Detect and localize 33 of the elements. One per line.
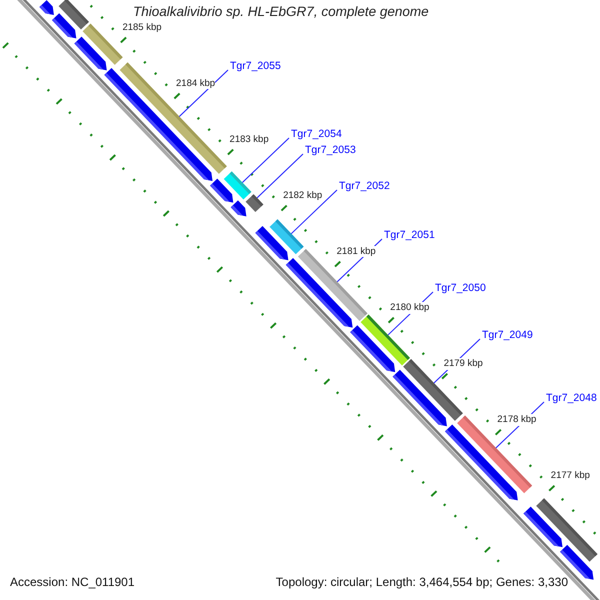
gene-label: Tgr7_2054 — [291, 128, 342, 141]
gene-bar — [392, 370, 447, 426]
gene-label: Tgr7_2049 — [482, 329, 533, 342]
gene-label: Tgr7_2055 — [230, 60, 281, 73]
gene-bar — [350, 325, 396, 372]
map-title: Thioalkalivibrio sp. HL-EbGR7, complete genome — [133, 4, 429, 20]
scale-label: 2179 kbp — [444, 358, 483, 370]
scale-label: 2183 kbp — [230, 134, 269, 146]
scale-label: 2184 kbp — [176, 78, 216, 90]
scale-label: 2185 kbp — [122, 22, 162, 34]
scale-label: 2178 kbp — [497, 414, 536, 426]
gene-bar — [230, 200, 246, 216]
scale-label: 2182 kbp — [283, 190, 322, 202]
gene-label: Tgr7_2052 — [339, 180, 390, 193]
gene-bar — [270, 219, 304, 254]
leader-line — [242, 138, 290, 184]
scale-label: 2180 kbp — [390, 302, 430, 314]
gene-label: Tgr7_2051 — [384, 229, 435, 242]
gene-bar — [224, 171, 252, 200]
genome-info-text: Topology: circular; Length: 3,464,554 bp; Genes: 3,330 — [276, 575, 568, 590]
gene-bar — [74, 36, 107, 70]
scale-label: 2177 kbp — [550, 470, 590, 482]
gene-label: Tgr7_2053 — [305, 144, 356, 157]
leader-line — [178, 70, 228, 118]
accession-text: Accession: NC_011901 — [10, 575, 135, 590]
scale-label: 2181 kbp — [336, 246, 376, 258]
gene-label: Tgr7_2048 — [546, 392, 597, 405]
gene-bar — [246, 194, 264, 212]
gene-label: Tgr7_2050 — [435, 282, 486, 295]
gene-bar — [39, 0, 54, 15]
gene-bar — [52, 13, 76, 38]
leader-line — [256, 154, 304, 198]
leader-line — [290, 190, 338, 234]
